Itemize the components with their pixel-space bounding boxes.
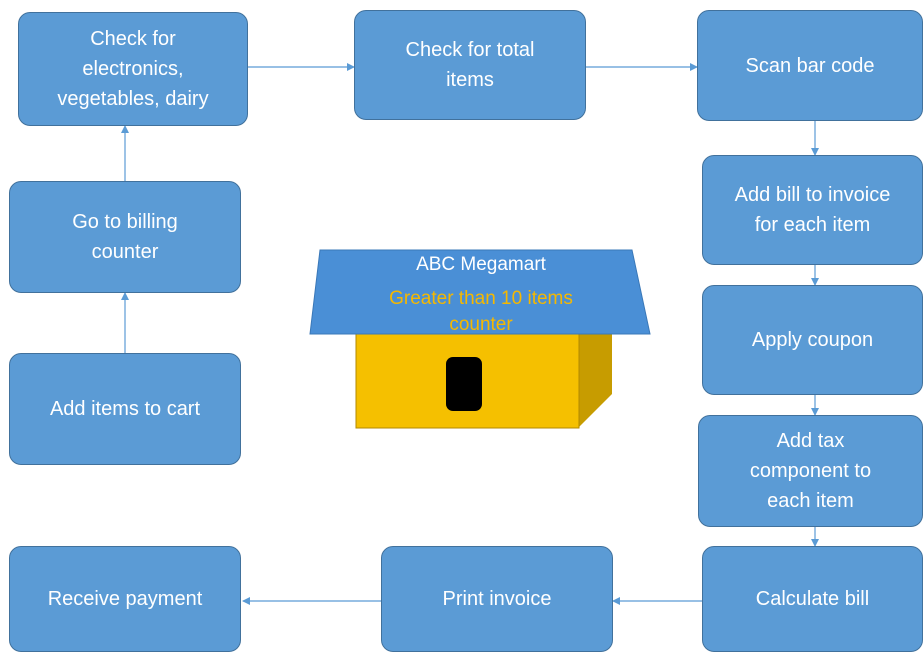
step-apply-coupon-label: Apply coupon bbox=[751, 329, 874, 351]
store-counter-line1: Greater than 10 items bbox=[389, 288, 573, 309]
house-side-wall bbox=[578, 334, 612, 428]
step-add-tax-component[interactable]: Add tax component to each item bbox=[698, 415, 923, 527]
step-check-total-items-label: Check for total items bbox=[405, 39, 535, 91]
step-print-invoice[interactable]: Print invoice bbox=[381, 546, 613, 652]
store-name: ABC Megamart bbox=[416, 254, 546, 275]
step-add-bill-to-invoice-label: Add bill to invoice for each item bbox=[734, 184, 891, 236]
step-receive-payment-label: Receive payment bbox=[47, 588, 203, 610]
step-add-bill-to-invoice[interactable]: Add bill to invoice for each item bbox=[702, 155, 923, 265]
step-scan-bar-code-label: Scan bar code bbox=[745, 54, 875, 77]
step-check-categories-label: Check for electronics, vegetables, dairy bbox=[57, 28, 209, 110]
step-go-to-billing-label: Go to billing counter bbox=[72, 211, 178, 263]
store-counter-line2: counter bbox=[449, 314, 513, 335]
step-calculate-bill-label: Calculate bill bbox=[755, 588, 870, 610]
house-roof bbox=[309, 249, 651, 335]
step-receive-payment[interactable]: Receive payment bbox=[9, 546, 241, 652]
step-calculate-bill[interactable]: Calculate bill bbox=[702, 546, 923, 652]
step-add-tax-component-label: Add tax component to each item bbox=[749, 430, 872, 512]
step-add-items-to-cart[interactable]: Add items to cart bbox=[9, 353, 241, 465]
step-print-invoice-label: Print invoice bbox=[442, 588, 552, 610]
step-check-categories[interactable]: Check for electronics, vegetables, dairy bbox=[18, 12, 248, 126]
store-door bbox=[446, 357, 482, 411]
step-scan-bar-code[interactable]: Scan bar code bbox=[697, 10, 923, 121]
step-check-total-items[interactable]: Check for total items bbox=[354, 10, 586, 120]
step-go-to-billing[interactable]: Go to billing counter bbox=[9, 181, 241, 293]
step-add-items-to-cart-label: Add items to cart bbox=[49, 398, 201, 420]
step-apply-coupon[interactable]: Apply coupon bbox=[702, 285, 923, 395]
